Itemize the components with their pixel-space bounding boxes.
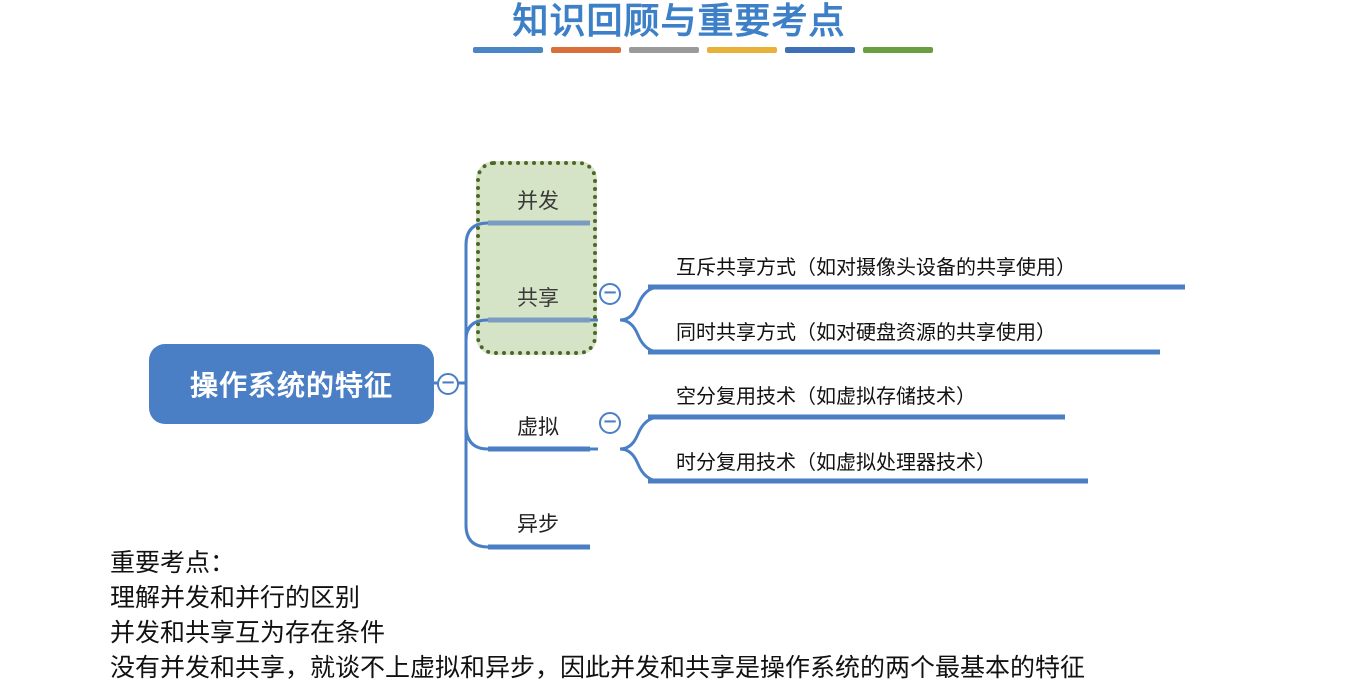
title-bar-6 <box>863 47 933 53</box>
title-bar-3 <box>629 47 699 53</box>
root-node[interactable]: 操作系统的特征 <box>149 344 434 424</box>
node-virtual[interactable]: 虚拟 <box>517 415 559 439</box>
collapse-share-icon[interactable]: − <box>599 283 621 305</box>
node-concurrency[interactable]: 并发 <box>517 189 559 213</box>
title-bar-4 <box>707 47 777 53</box>
key-points: 重要考点： 理解并发和并行的区别 并发和共享互为存在条件 没有并发和共享，就谈不… <box>110 545 1085 685</box>
node-async[interactable]: 异步 <box>517 512 559 536</box>
branch-curve-share <box>464 318 489 341</box>
key-point-2: 并发和共享互为存在条件 <box>110 618 386 647</box>
title-bar-5 <box>785 47 855 53</box>
node-sharing[interactable]: 共享 <box>517 286 559 310</box>
leaf-space-division[interactable]: 空分复用技术（如虚拟存储技术） <box>676 384 976 408</box>
leaf-time-division[interactable]: 时分复用技术（如虚拟处理器技术） <box>676 450 996 474</box>
connector-share-child-2 <box>619 318 661 354</box>
branch-curve-virtual <box>464 424 489 451</box>
leaf-mutex-sharing[interactable]: 互斥共享方式（如对摄像头设备的共享使用） <box>676 255 1076 279</box>
key-points-heading: 重要考点： <box>110 548 236 577</box>
key-point-3: 没有并发和共享，就谈不上虚拟和异步，因此并发和共享是操作系统的两个最基本的特征 <box>110 653 1086 682</box>
title-bar-1 <box>473 47 543 53</box>
collapse-virtual-icon[interactable]: − <box>599 412 621 434</box>
slide-title: 知识回顾与重要考点 <box>512 1 846 42</box>
connector-virtual-child-1 <box>619 415 661 451</box>
connector-virtual-child-2 <box>619 447 661 483</box>
key-point-1: 理解并发和并行的区别 <box>110 583 361 612</box>
collapse-root-icon[interactable]: − <box>437 373 459 395</box>
highlight-box <box>476 161 597 355</box>
connector-share-child-1 <box>619 285 661 322</box>
leaf-simultaneous-sharing[interactable]: 同时共享方式（如对硬盘资源的共享使用） <box>676 320 1056 344</box>
trunk-line <box>464 221 489 549</box>
title-bar-2 <box>551 47 621 53</box>
